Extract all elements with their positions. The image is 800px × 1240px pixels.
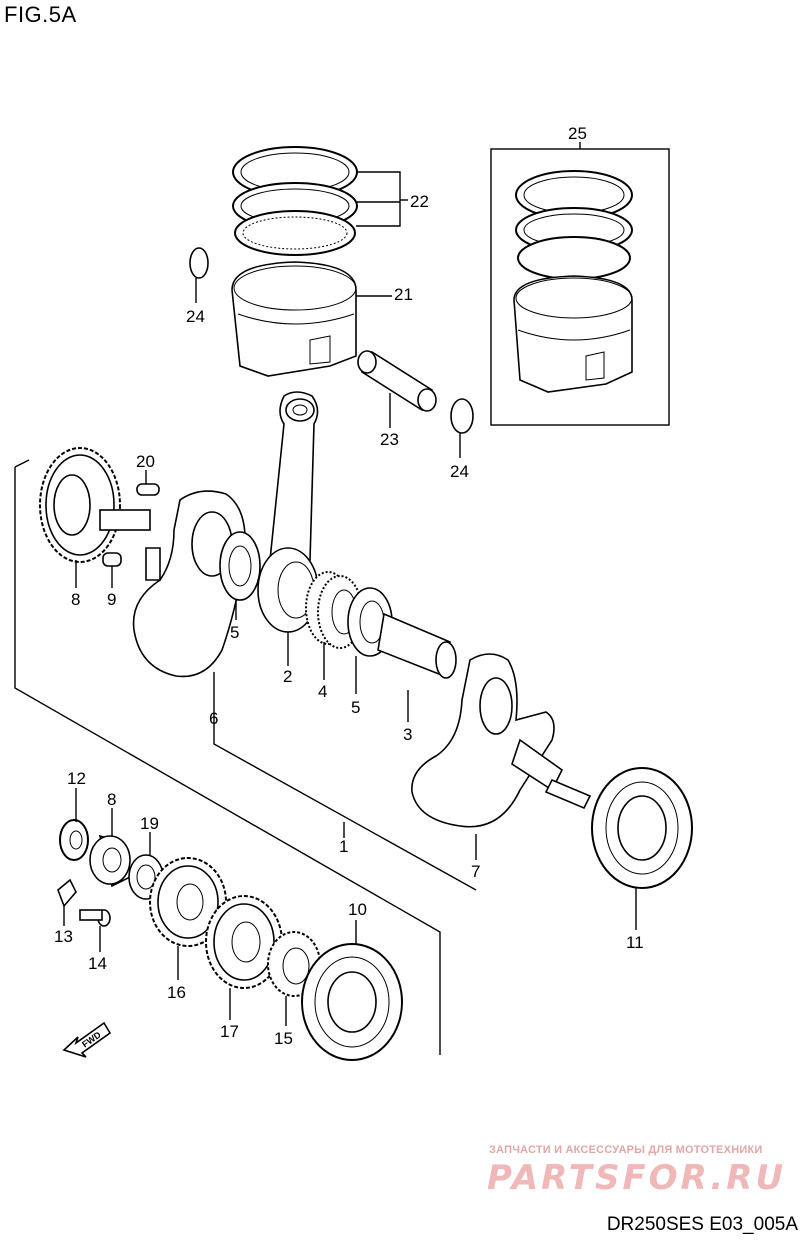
watermark-caption: ЗАПЧАСТИ И АКСЕССУАРЫ ДЛЯ МОТОТЕХНИКИ: [489, 1144, 763, 1156]
callout-21[interactable]: 21: [394, 285, 413, 304]
connecting-rod-2[interactable]: [257, 391, 319, 633]
plate-13[interactable]: [57, 878, 77, 908]
circlip-24-left[interactable]: [189, 247, 209, 279]
callout-11[interactable]: 11: [626, 933, 644, 952]
crank-pin-3[interactable]: [377, 612, 457, 679]
callout-1[interactable]: 1: [339, 837, 348, 856]
crank-web-7[interactable]: [411, 653, 592, 828]
ball-bearing-11[interactable]: [591, 767, 693, 889]
callout-8-lower[interactable]: 8: [107, 790, 116, 809]
crankshaft-assembly-outline: [14, 459, 441, 1055]
gear-16[interactable]: [149, 857, 227, 947]
key-9[interactable]: [102, 552, 122, 567]
callout-4[interactable]: 4: [318, 682, 327, 701]
circlip-24-right[interactable]: [450, 398, 474, 434]
callout-5-right[interactable]: 5: [351, 698, 360, 717]
bearing-12[interactable]: [59, 819, 89, 861]
callout-7[interactable]: 7: [471, 862, 480, 881]
callout-24-left[interactable]: 24: [186, 307, 205, 326]
ball-bearing-10[interactable]: [301, 943, 403, 1061]
callout-20[interactable]: 20: [136, 452, 155, 471]
gear-17[interactable]: [205, 895, 283, 989]
drive-gear-8-top[interactable]: [39, 447, 151, 563]
piston-pin-23[interactable]: [357, 350, 437, 412]
callout-3[interactable]: 3: [403, 725, 412, 744]
callout-15[interactable]: 15: [274, 1029, 293, 1048]
key-20[interactable]: [136, 483, 160, 496]
screw-14[interactable]: [79, 909, 111, 927]
collar-8-lower[interactable]: [89, 834, 133, 888]
callout-6[interactable]: 6: [209, 709, 218, 728]
callout-23[interactable]: 23: [380, 430, 399, 449]
callout-25[interactable]: 25: [568, 124, 587, 143]
piston-rings-22[interactable]: [232, 146, 358, 256]
callout-16[interactable]: 16: [167, 983, 186, 1002]
fwd-arrow-icon: FWD: [62, 1021, 112, 1058]
callout-19[interactable]: 19: [140, 814, 159, 833]
callout-8-top[interactable]: 8: [71, 590, 80, 609]
diagram-code: DR250SES E03_005A: [606, 1214, 798, 1235]
callout-12[interactable]: 12: [67, 769, 86, 788]
callout-14[interactable]: 14: [88, 954, 107, 973]
callout-9[interactable]: 9: [107, 590, 116, 609]
piston-21[interactable]: [231, 261, 357, 377]
callout-10[interactable]: 10: [348, 900, 367, 919]
piston-kit-25[interactable]: [513, 170, 633, 393]
callout-2[interactable]: 2: [283, 667, 292, 686]
figure-title: FIG.5A: [4, 2, 77, 27]
watermark-logo: PARTSFOR.RU: [487, 1158, 787, 1198]
callout-13[interactable]: 13: [54, 927, 73, 946]
callout-5-left[interactable]: 5: [230, 623, 239, 642]
leader-lines: [63, 142, 637, 1026]
callout-17[interactable]: 17: [220, 1022, 239, 1041]
callout-22[interactable]: 22: [410, 192, 429, 211]
callout-24-right[interactable]: 24: [450, 462, 469, 481]
thrust-washer-5-left[interactable]: [219, 531, 261, 601]
callout-labels: 25 22 21 24 23 24 20 8 9 5 2 4 5 3 6 12 …: [54, 124, 644, 1048]
